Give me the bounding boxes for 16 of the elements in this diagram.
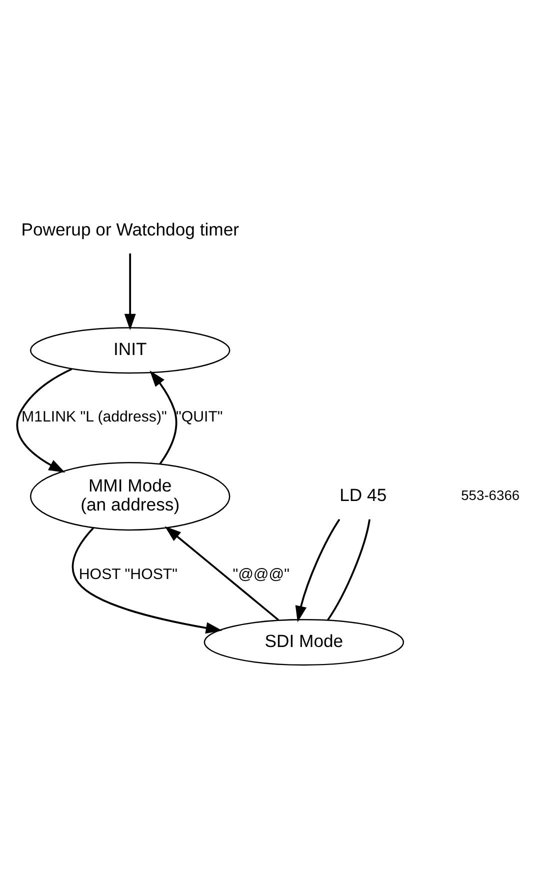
label: 553-6366 <box>461 486 520 503</box>
edge-label: "@@@" <box>232 566 290 583</box>
arrow <box>295 518 340 622</box>
connector <box>327 519 370 620</box>
node-ellipse: MMI Mode (an address) <box>30 462 230 531</box>
node-ellipse: INIT <box>30 327 230 374</box>
arrow <box>72 527 222 634</box>
edge-label: "QUIT" <box>176 408 223 426</box>
arrow <box>16 368 72 473</box>
node-text: Powerup or Watchdog timer <box>21 219 240 240</box>
edge-label: HOST "HOST" <box>78 566 178 583</box>
node-text: LD 45 <box>340 484 387 505</box>
arrow <box>164 526 279 621</box>
arrow <box>124 253 136 330</box>
edge-label: M1LINK "L (address)" <box>22 408 167 426</box>
arrow <box>150 370 178 465</box>
